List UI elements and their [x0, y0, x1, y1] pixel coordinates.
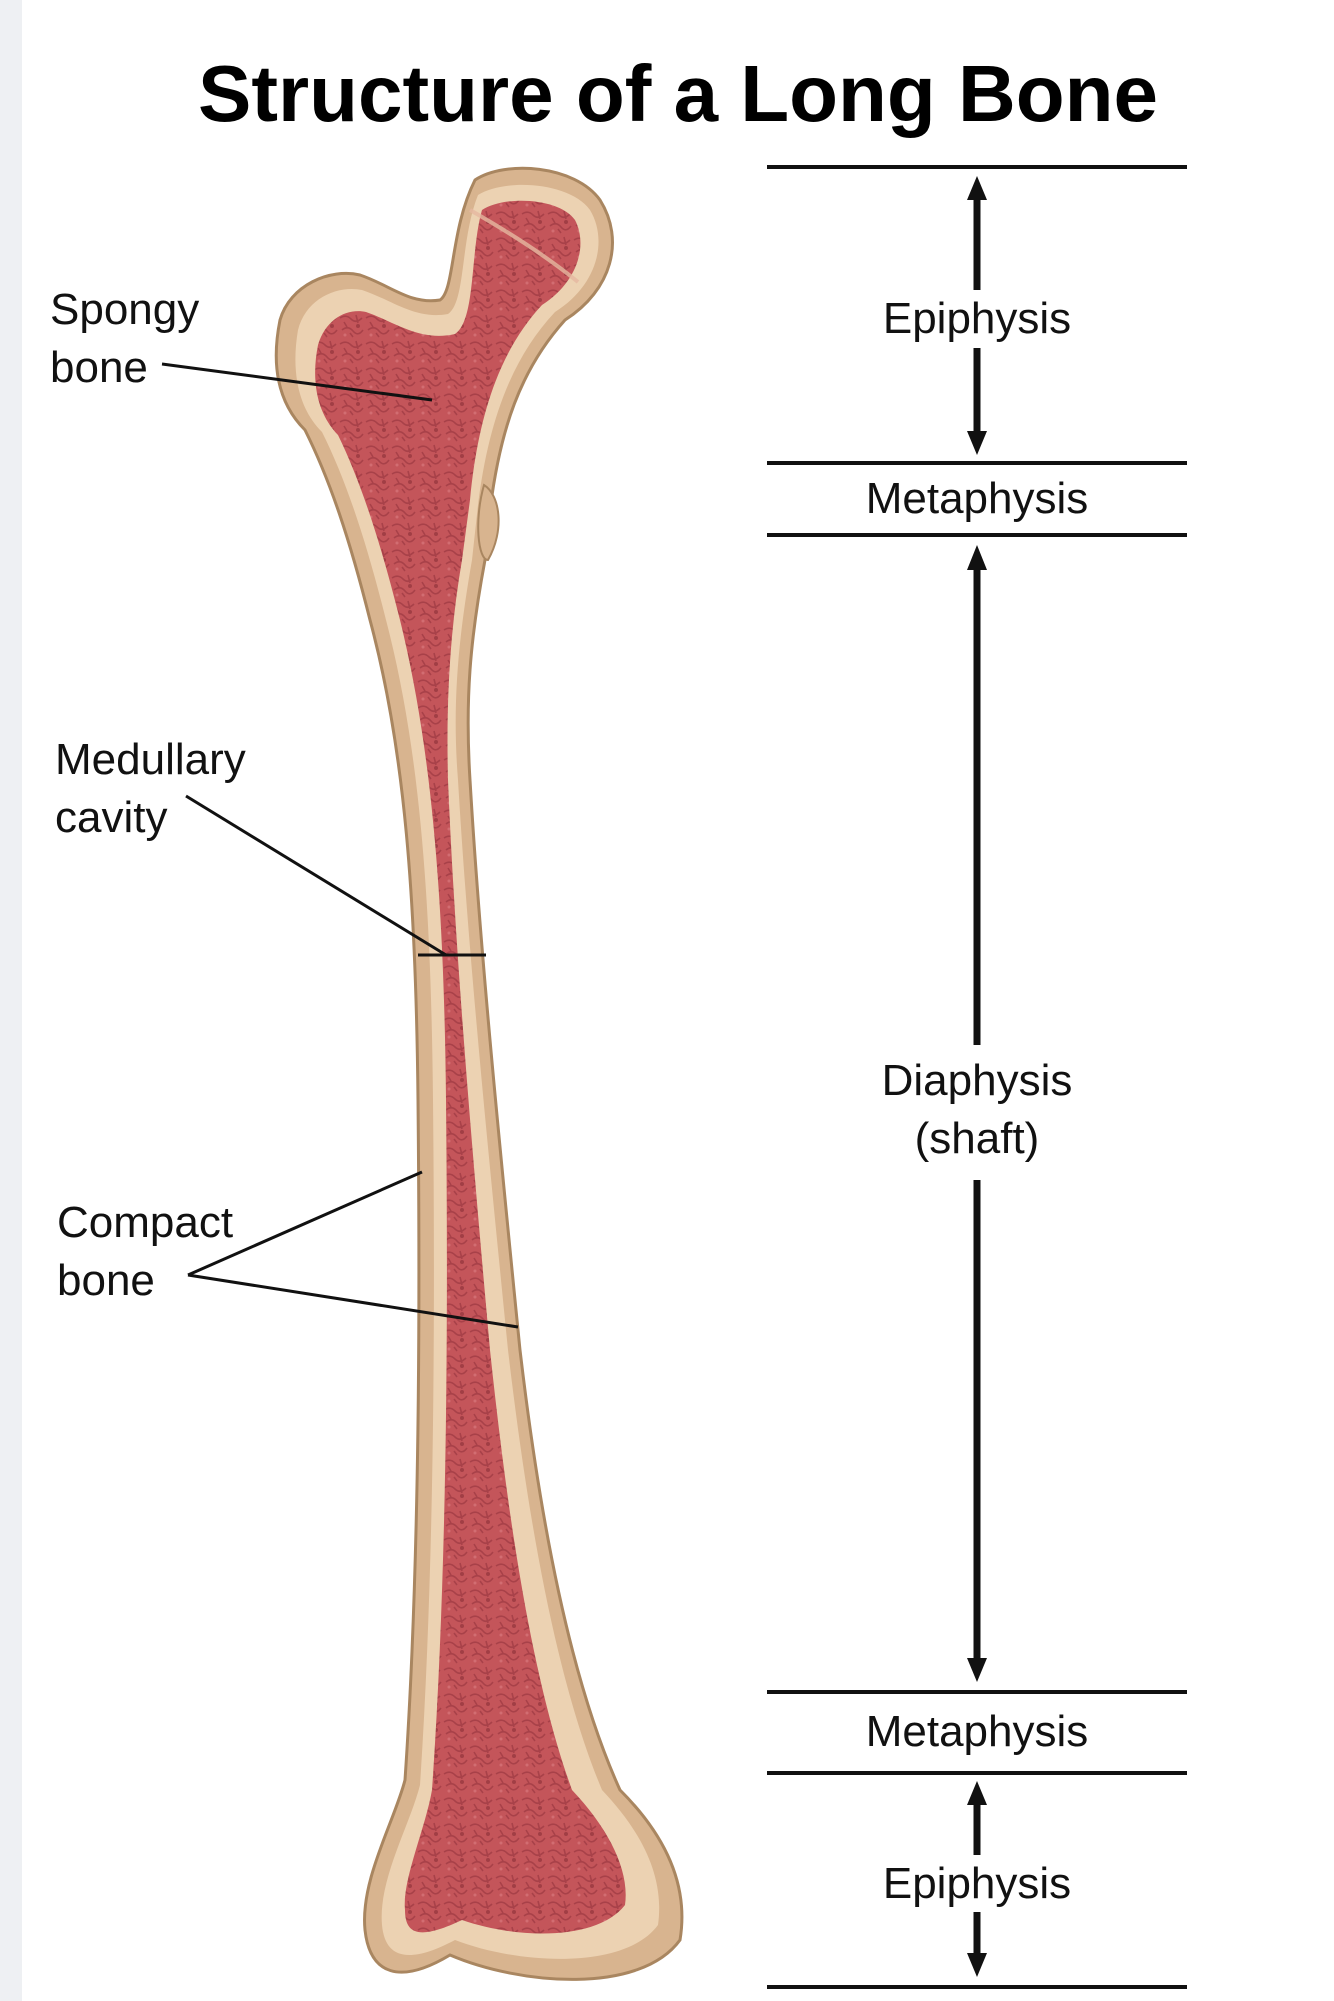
bone-marrow-interior	[315, 200, 626, 1934]
diaphysis-label: Diaphysis (shaft)	[767, 1052, 1187, 1168]
spongy-bone-label-line-1: Spongy	[50, 285, 200, 334]
compact-bone-leader-1	[187, 1170, 423, 1277]
compact-bone-label: Compact bone	[57, 1194, 233, 1310]
medullary-cavity-label-line-2: cavity	[55, 793, 168, 842]
epiphysis-top-arrow	[967, 176, 987, 455]
page-title: Structure of a Long Bone	[198, 49, 1158, 138]
left-margin-strip	[0, 0, 22, 2001]
spongy-bone-label-line-2: bone	[50, 343, 148, 392]
epiphysis-top-label: Epiphysis	[882, 294, 1072, 343]
diaphysis-label-line-1: Diaphysis	[881, 1056, 1073, 1105]
metaphysis-top-label: Metaphysis	[865, 474, 1089, 523]
metaphysis-bottom-label: Metaphysis	[865, 1707, 1089, 1756]
compact-bone-layer	[295, 184, 660, 1959]
medullary-cavity-label: Medullary cavity	[55, 731, 246, 847]
medullary-cavity-label-line-1: Medullary	[55, 735, 246, 784]
medullary-cavity-leader	[185, 794, 447, 957]
epiphysis-bottom-arrow	[967, 1781, 987, 1977]
compact-bone-leader-2	[187, 1273, 519, 1329]
compact-bone-label-line-2: bone	[57, 1256, 155, 1305]
epiphyseal-line	[469, 208, 580, 284]
spongy-bone-label: Spongy bone	[50, 281, 199, 397]
diaphysis-arrow	[967, 545, 987, 1682]
compact-bone-label-line-1: Compact	[57, 1198, 234, 1247]
spongy-bone-leader	[161, 362, 433, 402]
diaphysis-label-line-2: (shaft)	[914, 1114, 1040, 1163]
epiphysis-bottom-label: Epiphysis	[882, 1859, 1072, 1908]
lesser-trochanter	[477, 483, 500, 562]
